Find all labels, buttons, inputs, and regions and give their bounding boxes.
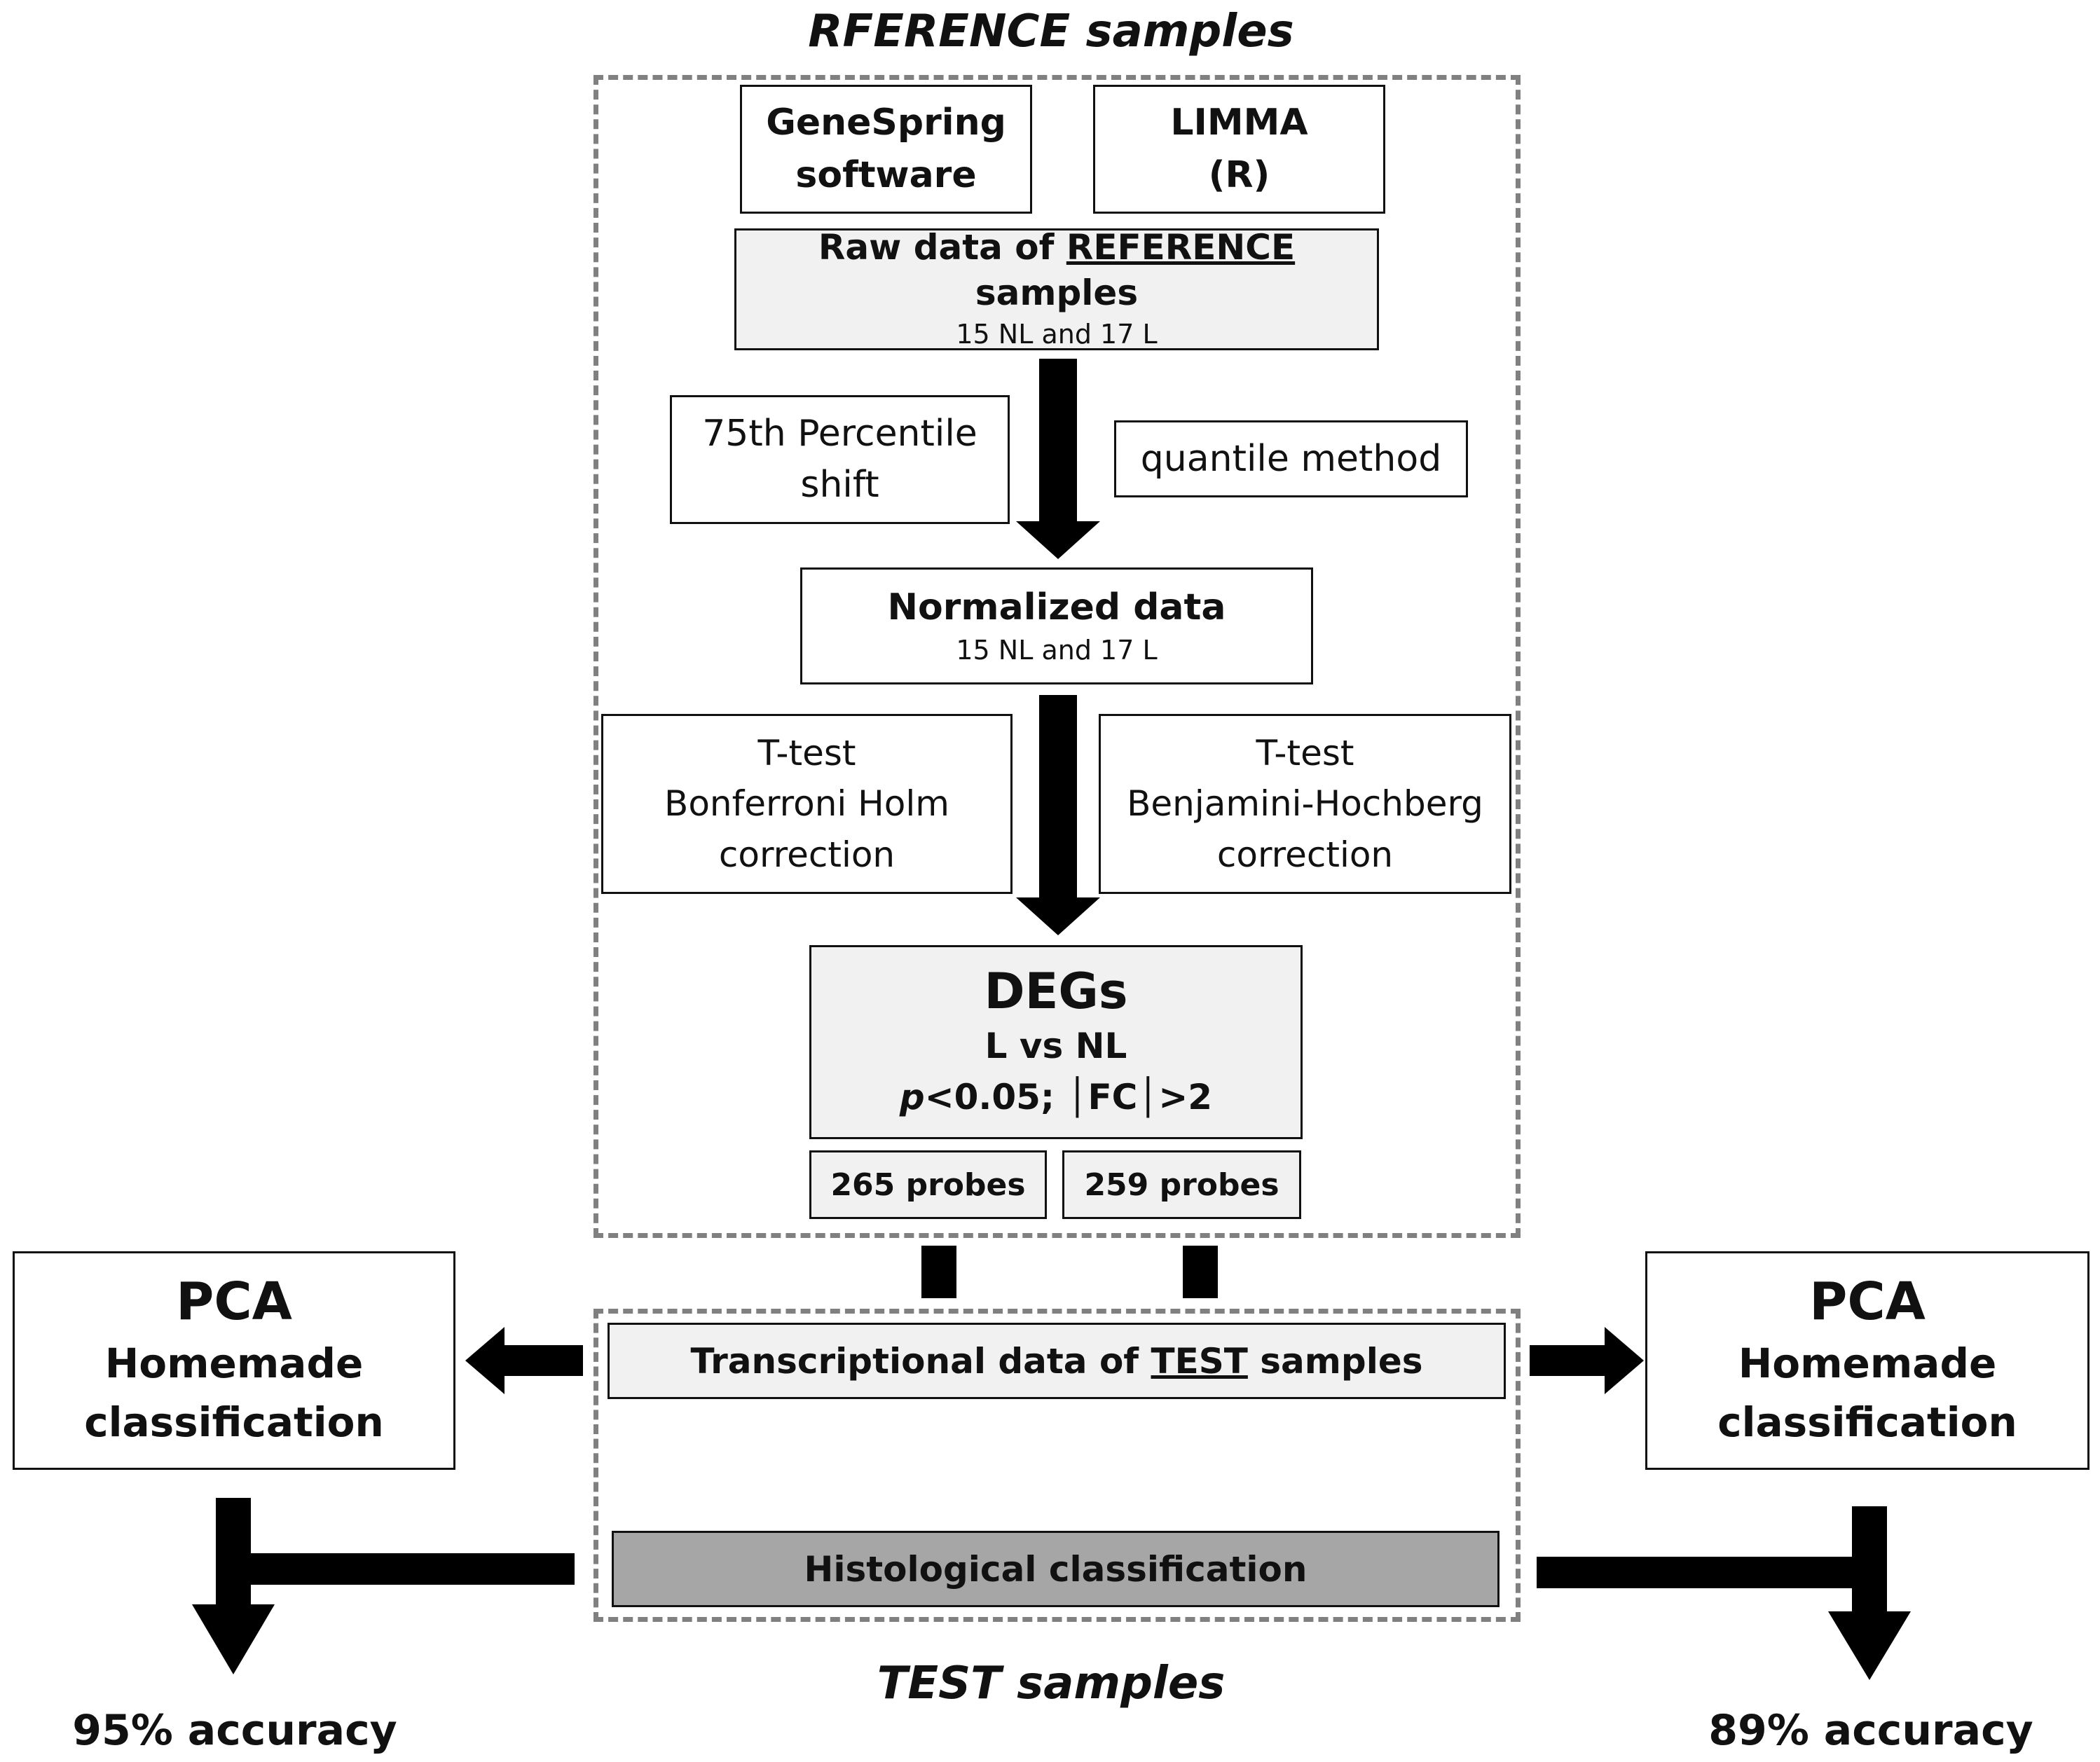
test-samples-container — [593, 1309, 1521, 1622]
accuracy-right: 89% accuracy — [1708, 1706, 2033, 1755]
pca-right-title: PCA — [1809, 1271, 1926, 1332]
arrow-pca-left-to-accuracy — [192, 1498, 275, 1674]
ttest-bonferroni-box: T-test Bonferroni Holm correction — [601, 714, 1013, 894]
test-title-lead: TEST — [877, 1658, 1001, 1709]
transcriptional-post: samples — [1260, 1340, 1423, 1382]
raw-data-emph: REFERENCE — [1066, 227, 1296, 268]
quantile-method-box: quantile method — [1114, 420, 1468, 497]
degs-threshold: p<0.05; │FC│>2 — [900, 1072, 1212, 1123]
ttest-left-line3: correction — [718, 834, 895, 875]
raw-data-sub: 15 NL and 17 L — [956, 319, 1158, 350]
normalized-sub: 15 NL and 17 L — [956, 635, 1158, 666]
degs-threshold-text: <0.05; │FC│>2 — [924, 1076, 1213, 1117]
pca-left-line3: classification — [84, 1398, 384, 1447]
raw-data-pre: Raw data of — [818, 227, 1055, 268]
degs-title: DEGs — [984, 963, 1128, 1020]
histological-label: Histological classification — [804, 1548, 1308, 1590]
probes-left-label: 265 probes — [830, 1166, 1026, 1203]
pca-left-box: PCA Homemade classification — [13, 1251, 455, 1470]
arrow-raw-to-normalized — [1016, 359, 1100, 559]
reference-samples-title: RFERENCE samples — [701, 0, 1401, 63]
ttest-benjamini-box: T-test Benjamini-Hochberg correction — [1099, 714, 1511, 894]
connector-probes-left — [921, 1246, 956, 1298]
probes-259-box: 259 probes — [1062, 1150, 1301, 1219]
transcriptional-data-box: Transcriptional data of TEST samples — [608, 1323, 1506, 1399]
probes-265-box: 265 probes — [809, 1150, 1047, 1219]
reference-title-tail: samples — [1085, 6, 1294, 57]
degs-p: p — [899, 1076, 925, 1117]
transcriptional-emph: TEST — [1151, 1340, 1248, 1382]
test-samples-title: TEST samples — [701, 1652, 1401, 1715]
ttest-left-line1: T-test — [757, 732, 856, 773]
limma-line1: LIMMA — [1170, 101, 1308, 144]
limma-line2: (R) — [1208, 154, 1270, 196]
pca-right-line2: Homemade — [1738, 1340, 1997, 1388]
reference-title-lead: RFERENCE — [808, 6, 1071, 57]
degs-comparison: L vs NL — [984, 1026, 1127, 1066]
probes-right-label: 259 probes — [1084, 1166, 1279, 1203]
connector-histological-right — [1537, 1557, 1852, 1588]
quantile-label: quantile method — [1140, 438, 1442, 480]
ttest-right-line2: Benjamini-Hochberg — [1127, 783, 1483, 825]
genespring-line2: software — [795, 154, 977, 196]
transcriptional-label: Transcriptional data of TEST samples — [691, 1341, 1423, 1382]
arrow-pca-right-to-accuracy — [1828, 1506, 1911, 1680]
percentile-line1: 75th Percentile — [702, 413, 977, 455]
reference-samples-container — [593, 75, 1521, 1238]
transcriptional-pre: Transcriptional data of — [690, 1340, 1139, 1382]
percentile-shift-box: 75th Percentile shift — [670, 395, 1010, 524]
pca-left-line2: Homemade — [104, 1340, 364, 1388]
raw-data-title: Raw data of REFERENCE samples — [736, 225, 1377, 316]
pca-left-title: PCA — [176, 1271, 292, 1332]
test-title-tail: samples — [1017, 1658, 1226, 1709]
connector-probes-right — [1183, 1246, 1218, 1298]
ttest-right-line3: correction — [1216, 834, 1394, 875]
limma-box: LIMMA (R) — [1093, 85, 1385, 214]
histological-classification-box: Histological classification — [612, 1531, 1499, 1607]
genespring-line1: GeneSpring — [766, 101, 1006, 144]
percentile-line2: shift — [800, 464, 879, 506]
arrow-to-pca-left — [465, 1327, 583, 1394]
degs-box: DEGs L vs NL p<0.05; │FC│>2 — [809, 945, 1303, 1139]
arrow-to-pca-right — [1530, 1327, 1644, 1394]
normalized-title: Normalized data — [887, 586, 1226, 628]
raw-data-post: samples — [975, 273, 1139, 314]
ttest-right-line1: T-test — [1256, 732, 1354, 773]
pca-right-line3: classification — [1717, 1398, 2017, 1447]
accuracy-left: 95% accuracy — [72, 1706, 397, 1755]
arrow-normalized-to-degs — [1016, 695, 1100, 935]
connector-histological-left — [251, 1553, 575, 1585]
pca-right-box: PCA Homemade classification — [1645, 1251, 2089, 1470]
raw-data-box: Raw data of REFERENCE samples 15 NL and … — [734, 225, 1379, 350]
normalized-data-box: Normalized data 15 NL and 17 L — [800, 567, 1313, 684]
ttest-left-line2: Bonferroni Holm — [664, 783, 949, 825]
genespring-box: GeneSpring software — [740, 85, 1032, 214]
